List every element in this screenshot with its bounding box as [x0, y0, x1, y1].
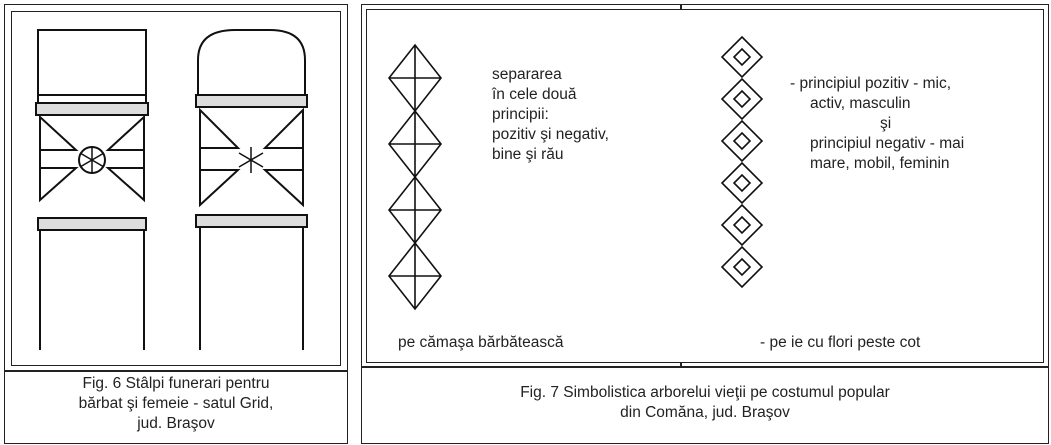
shirt-description-line-5: bine şi rău [492, 145, 677, 165]
blouse-diamond-motif [712, 37, 772, 299]
blouse-description-line-2: activ, masculin [790, 94, 1040, 114]
figure-7-caption-divider [361, 366, 1049, 368]
shirt-diamond-motif [385, 45, 445, 315]
shirt-description-line-4: pozitiv şi negativ, [492, 125, 677, 145]
blouse-description-line-5: mare, mobil, feminin [790, 154, 1040, 174]
blouse-description-line-4: principiul negativ - mai [790, 134, 1040, 154]
funerary-pillars-illustration [0, 0, 351, 370]
shirt-motif-footer: pe cămaşa bărbătească [398, 333, 563, 353]
shirt-description-line-1: separarea [492, 65, 677, 85]
blouse-description-line-1: - principiul pozitiv - mic, [790, 74, 1040, 94]
blouse-motif-footer: - pe ie cu flori peste cot [760, 333, 920, 353]
figure-6-caption-divider [4, 370, 348, 372]
figure-6-caption-line-3: jud. Braşov [4, 414, 348, 434]
shirt-motif-description: separarea în cele două principii: poziti… [492, 65, 677, 165]
figure-7-caption: Fig. 7 Simbolistica arborelui vieţii pe … [361, 383, 1049, 423]
figure-6-caption-line-2: bărbat şi femeie - satul Grid, [4, 394, 348, 414]
figure-6-caption: Fig. 6 Stâlpi funerari pentru bărbat şi … [4, 374, 348, 434]
shirt-description-line-2: în cele două [492, 85, 677, 105]
blouse-motif-description: - principiul pozitiv - mic, activ, mascu… [790, 74, 1040, 174]
figure-6-caption-line-1: Fig. 6 Stâlpi funerari pentru [4, 374, 348, 394]
figure-7-caption-line-1: Fig. 7 Simbolistica arborelui vieţii pe … [361, 383, 1049, 403]
shirt-description-line-3: principii: [492, 105, 677, 125]
figure-7-caption-line-2: din Comăna, jud. Braşov [361, 403, 1049, 423]
figure-7-image-frame [366, 9, 1044, 363]
blouse-description-line-3: şi [790, 114, 1040, 134]
